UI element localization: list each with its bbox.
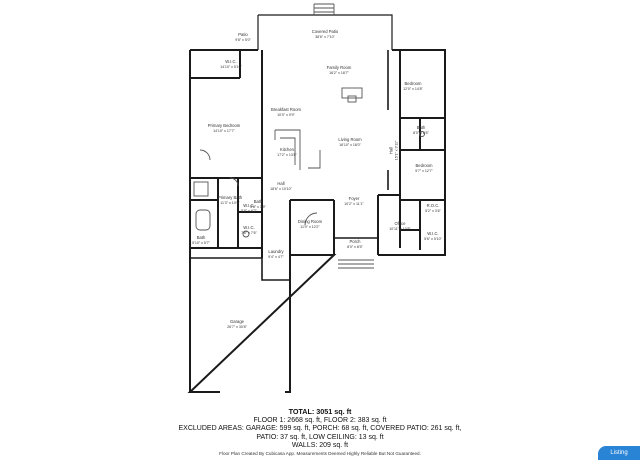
patio-area: PATIO: 37 sq. ft, LOW CEILING: 13 sq. ft xyxy=(256,433,384,441)
room-wic-2: W.I.C.5'6" x 5'10" xyxy=(424,231,442,241)
door-swings xyxy=(199,149,318,226)
listing-badge[interactable]: Listing xyxy=(598,446,640,460)
room-wic: W.I.C.14'10" x 5'10" xyxy=(220,59,242,69)
patio-steps xyxy=(313,3,335,15)
floor-plan xyxy=(187,3,446,394)
floor-areas: FLOOR 1: 2668 sq. ft, FLOOR 2: 383 sq. f… xyxy=(253,416,387,424)
room-roc: R.O.C.5'2" x 3'6" xyxy=(425,203,441,213)
walls-area: WALLS: 209 sq. ft xyxy=(291,442,349,450)
total-area: TOTAL: 3051 sq. ft xyxy=(288,407,352,416)
toilet xyxy=(242,230,250,238)
excluded-areas: EXCLUDED AREAS: GARAGE: 599 sq. ft, PORC… xyxy=(178,425,462,433)
porch-steps xyxy=(338,259,374,269)
kitchen-island xyxy=(341,87,363,99)
room-wic-3: W.I.C.7'6" x 7'6" xyxy=(241,225,257,235)
exterior-wall xyxy=(187,49,446,393)
disclaimer: Floor Plan Created By Cubicasa App. Meas… xyxy=(219,451,421,456)
shower xyxy=(193,181,209,197)
bathtub xyxy=(195,209,211,231)
area-summary: TOTAL: 3051 sq. ft FLOOR 1: 2668 sq. ft,… xyxy=(0,407,640,451)
covered-patio-outline xyxy=(258,14,393,50)
room-wic-4: W.I.C.5'8" x 8'2" xyxy=(241,203,257,213)
kitchen-counter xyxy=(274,129,301,170)
